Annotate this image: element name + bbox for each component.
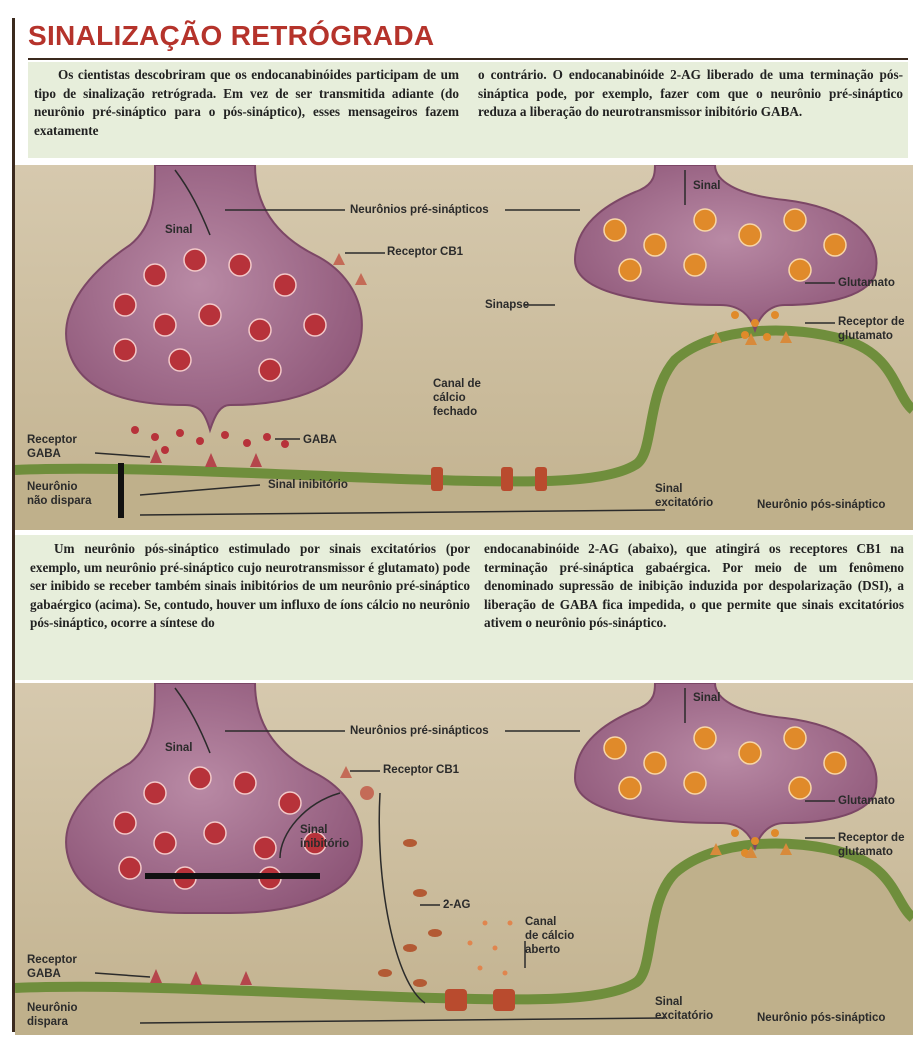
label-receptor-glutamato: Receptor de glutamato (838, 831, 904, 859)
label-sinal-left: Sinal (165, 223, 192, 237)
label-neuronio-dispara: Neurônio dispara (27, 1001, 77, 1029)
label-sinal-inibitorio: Sinal inibitório (300, 823, 349, 851)
intro-right-paragraph: o contrário. O endocanabinóide 2-AG libe… (478, 66, 903, 122)
label-sinapse: Sinapse (485, 298, 529, 312)
label-neuronio-nao-dispara: Neurônio não dispara (27, 480, 92, 508)
label-pre-neurons: Neurônios pré-sinápticos (350, 203, 489, 217)
label-receptor-glutamato: Receptor de glutamato (838, 315, 904, 343)
label-gaba: GABA (303, 433, 337, 447)
label-sinal-inibitorio: Sinal inibitório (268, 478, 348, 492)
label-glutamato: Glutamato (838, 276, 895, 290)
top-diagram-panel: Sinal Neurônios pré-sinápticos Receptor … (15, 165, 913, 530)
label-two-ag: 2-AG (443, 898, 470, 912)
page-title: SINALIZAÇÃO RETRÓGRADA (28, 20, 434, 52)
intro-left-paragraph: Os cientistas descobriram que os endocan… (34, 66, 459, 140)
label-receptor-cb1: Receptor CB1 (387, 245, 463, 259)
blocked-signal-bar (145, 873, 320, 879)
label-sinal-left: Sinal (165, 741, 192, 755)
label-sinal-right: Sinal (693, 691, 720, 705)
no-firing-bar (118, 463, 124, 518)
label-sinal-excitatorio: Sinal excitatório (655, 995, 713, 1023)
label-glutamato: Glutamato (838, 794, 895, 808)
label-receptor-gaba: Receptor GABA (27, 953, 77, 981)
top-diagram (15, 165, 913, 530)
label-sinal-right: Sinal (693, 179, 720, 193)
label-sinal-excitatorio: Sinal excitatório (655, 482, 713, 510)
middle-right-paragraph: endocanabinóide 2-AG (abaixo), que ating… (484, 540, 904, 633)
label-canal-fechado: Canal de cálcio fechado (433, 377, 481, 419)
label-canal-aberto: Canal de cálcio aberto (525, 915, 574, 957)
label-receptor-gaba: Receptor GABA (27, 433, 77, 461)
label-pos-neuron: Neurônio pós-sináptico (757, 1011, 885, 1025)
title-rule (28, 58, 908, 60)
label-receptor-cb1: Receptor CB1 (383, 763, 459, 777)
label-pre-neurons: Neurônios pré-sinápticos (350, 724, 489, 738)
label-pos-neuron: Neurônio pós-sináptico (757, 498, 885, 512)
bottom-diagram-panel: Sinal Neurônios pré-sinápticos Receptor … (15, 683, 913, 1035)
middle-left-paragraph: Um neurônio pós-sináptico estimulado por… (30, 540, 470, 633)
